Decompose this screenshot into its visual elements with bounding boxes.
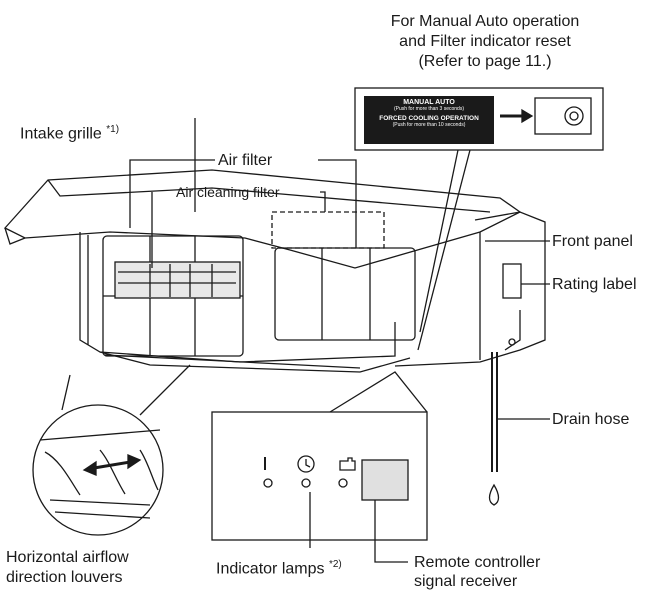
front-panel-label: Front panel	[552, 233, 633, 250]
remote-receiver-label-line-2: signal receiver	[414, 573, 518, 590]
manual-auto-hint: (Push for more than 3 seconds)	[393, 106, 465, 112]
forced-cooling-text: FORCED COOLING OPERATION	[379, 115, 479, 122]
air-cleaning-filter-label: Air cleaning filter	[176, 184, 280, 200]
filter-icon	[336, 454, 358, 474]
manual-auto-note-line-3: (Refer to page 11.)	[418, 53, 552, 70]
indicator-lamps-note: *2)	[328, 559, 342, 570]
indicator-lamps-label: Indicator lamps *2)	[216, 559, 342, 578]
power-icon	[258, 453, 274, 473]
timer-icon	[296, 454, 316, 474]
intake-grille-label: Intake grille *1)	[20, 124, 120, 143]
manual-auto-note-line-1: For Manual Auto operation	[390, 13, 580, 30]
remote-receiver-label-line-1: Remote controller	[414, 554, 541, 571]
louvers-label-line-2: direction louvers	[6, 569, 123, 586]
air-filter-label: Air filter	[218, 152, 273, 169]
forced-cooling-hint: (Push for more than 10 seconds)	[392, 122, 466, 128]
manual-auto-text: MANUAL AUTO	[403, 99, 455, 106]
remote-receiver-window	[362, 460, 408, 500]
manual-auto-note-line-2: and Filter indicator reset	[399, 33, 571, 50]
drain-hose-label: Drain hose	[552, 411, 630, 428]
control-button-plate: MANUAL AUTO (Push for more than 3 second…	[364, 96, 494, 144]
rating-label-label: Rating label	[552, 276, 637, 293]
intake-grille-note: *1)	[106, 124, 120, 135]
louvers-label-line-1: Horizontal airflow	[6, 549, 129, 566]
